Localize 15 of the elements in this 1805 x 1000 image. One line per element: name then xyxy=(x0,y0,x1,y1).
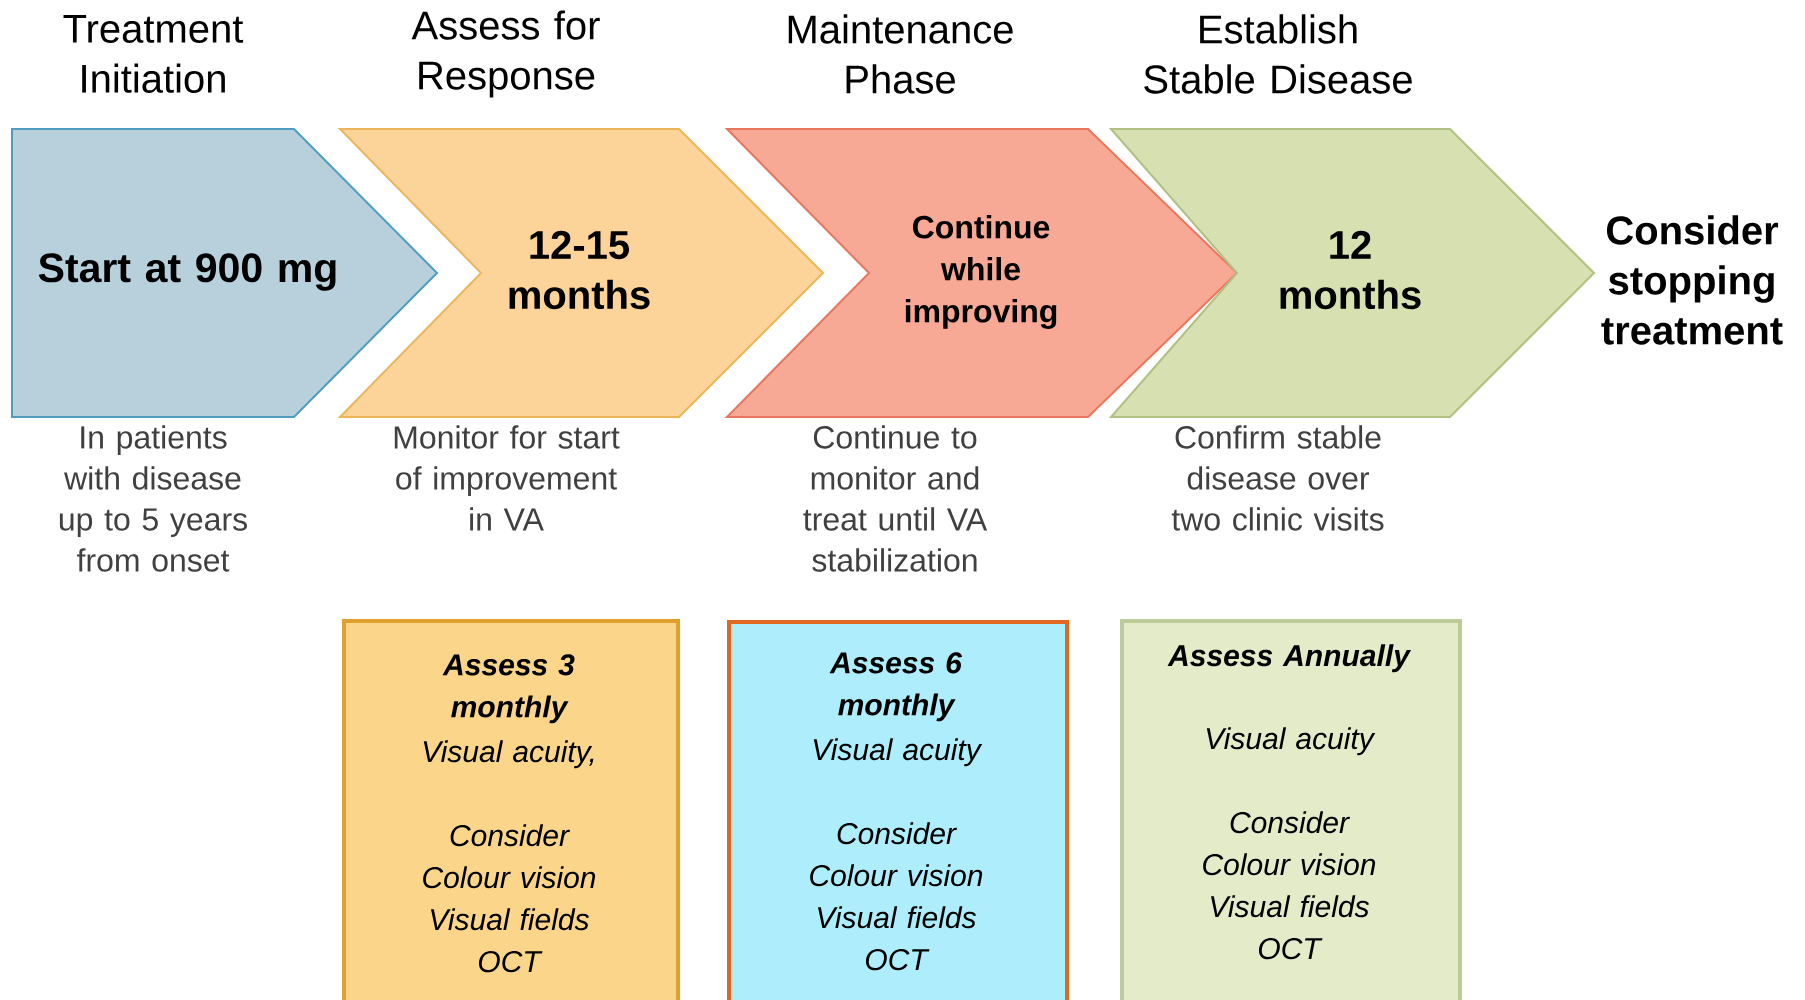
assessment-box: Assess Annually Visual acuity Consider Colour vision Visual fields OCT xyxy=(1120,619,1462,1000)
phase-description: Confirm stable disease over two clinic visits xyxy=(1171,425,1384,531)
phase-description: In patients with disease up to 5 years from onset xyxy=(59,425,247,572)
phase-heading: Assess for Response xyxy=(411,10,600,98)
chevron-step: Continue while improving xyxy=(724,128,1239,418)
chevron-step: 12 months xyxy=(1108,128,1596,418)
phase-description: Monitor for start of improvement in VA xyxy=(394,425,620,531)
chevron-step: Start at 900 mg xyxy=(11,128,439,418)
phase-heading: Maintenance Phase xyxy=(788,14,1013,94)
assessment-box: Assess 6 monthly Visual acuity Consider Colour vision Visual fields OCT xyxy=(727,620,1069,1000)
phase-heading: Treatment Initiation xyxy=(63,15,244,93)
chevron-step: 12-15 months xyxy=(337,128,825,418)
assessment-box: Assess 3 monthly Visual acuity, Consider Colour vision Visual fields OCT xyxy=(342,619,680,1000)
phase-heading: Establish Stable Disease xyxy=(1144,14,1412,94)
phase-description: Continue to monitor and treat until VA stabilization xyxy=(803,425,988,572)
